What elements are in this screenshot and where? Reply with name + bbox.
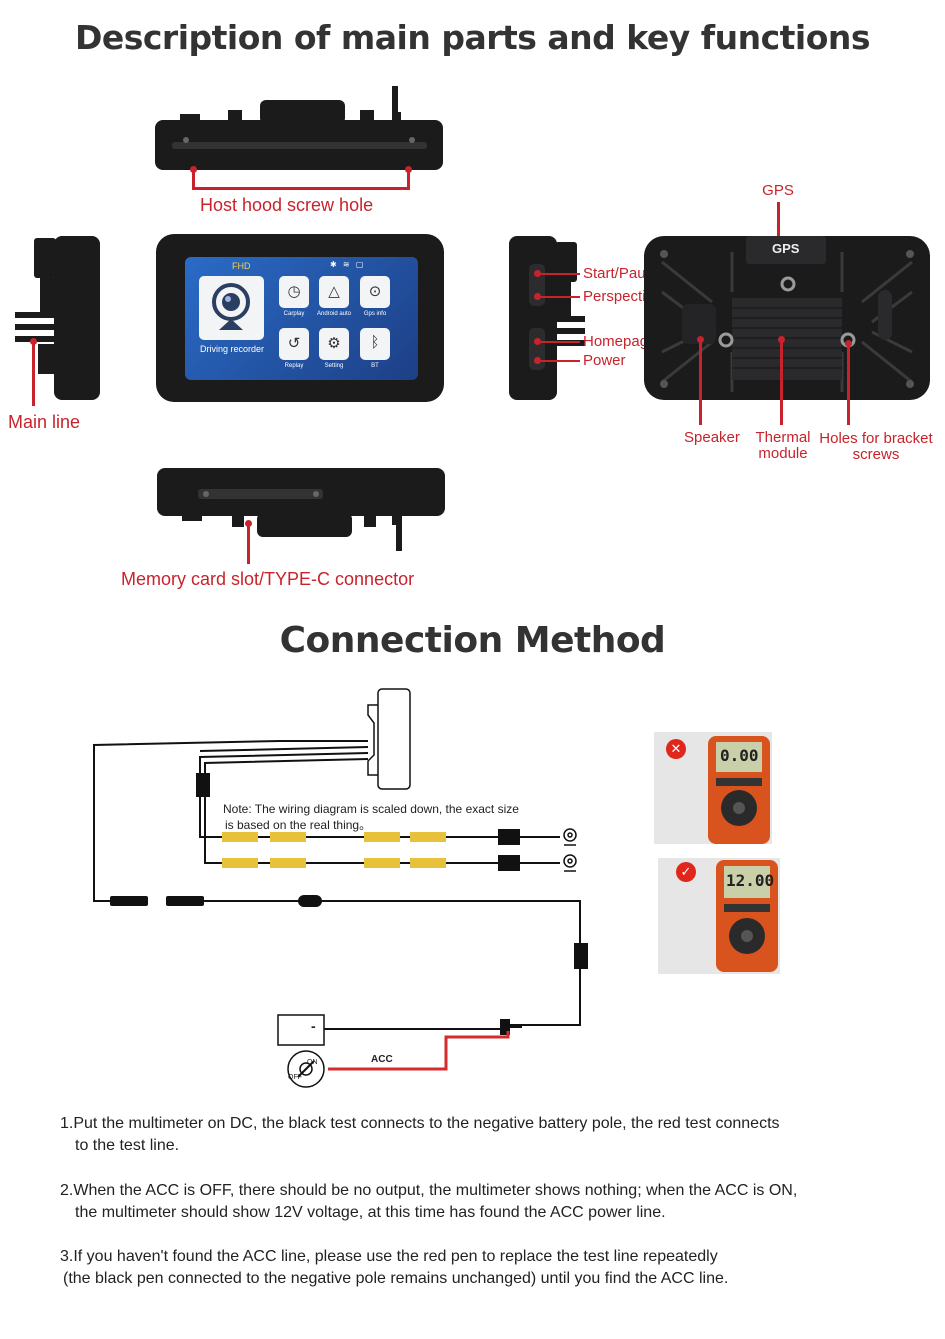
app-tile-android-auto[interactable]: △: [319, 276, 349, 308]
wiring-note-2: is based on the real thing。: [225, 818, 372, 832]
status-icons: ✱ ≋ ▢: [330, 260, 366, 269]
instruction-step-1: 1.Put the multimeter on DC, the black te…: [60, 1115, 780, 1154]
holes-label-2: screws: [852, 446, 900, 463]
app-tile-bt[interactable]: ᛒ: [360, 328, 390, 360]
app-label-gps-info: Gps info: [363, 311, 387, 317]
gps-module-text: GPS: [772, 241, 800, 256]
connection-heading: Connection Method: [279, 620, 666, 661]
wiring-diagram: [93, 688, 588, 1088]
camera-icon: [212, 283, 250, 330]
app-label-carplay: Carplay: [283, 311, 305, 317]
parts-heading: Description of main parts and key functi…: [74, 18, 871, 57]
replay-icon: ↺: [287, 335, 301, 352]
x-icon: ✕: [666, 739, 686, 759]
battery-negative: -: [311, 1018, 316, 1034]
gear-icon: ⚙: [327, 335, 341, 352]
instruction-step-3: 3.If you haven't found the ACC line, ple…: [60, 1248, 729, 1287]
main-line-label: Main line: [8, 412, 81, 432]
gps-label: GPS: [762, 182, 794, 199]
holes-label-1: Holes for bracket: [819, 430, 933, 447]
map-pin-icon: ⊙: [368, 283, 382, 300]
device-left-side-view: [15, 236, 100, 400]
speaker-label: Speaker: [684, 429, 740, 446]
device-right-side-view: [509, 236, 585, 400]
driving-recorder-label: Driving recorder: [199, 344, 265, 354]
app-tile-replay[interactable]: ↺: [279, 328, 309, 360]
thermal-label-1: Thermal: [755, 429, 811, 446]
navigation-arrow-icon: △: [328, 283, 340, 300]
play-circle-icon: ◷: [287, 283, 301, 300]
acc-label: ACC: [371, 1054, 393, 1065]
memory-slot-label: Memory card slot/TYPE-C connector: [121, 569, 415, 589]
app-label-android-auto: Android auto: [316, 311, 352, 317]
thermal-label-2: module: [758, 445, 808, 462]
check-icon: ✓: [676, 862, 696, 882]
app-tile-gps-info[interactable]: ⊙: [360, 276, 390, 308]
app-tile-carplay[interactable]: ◷: [279, 276, 309, 308]
host-hood-label: Host hood screw hole: [200, 195, 374, 215]
power-label: Power: [583, 352, 626, 369]
switch-on-label: ON: [307, 1059, 318, 1066]
device-back-view: [644, 236, 930, 400]
app-label-setting: Setting: [324, 363, 344, 369]
device-bottom-view: [157, 468, 445, 551]
start-pause-label: Start/Pause: [583, 265, 662, 282]
app-label-replay: Replay: [284, 363, 304, 369]
app-tile-setting[interactable]: ⚙: [319, 328, 349, 360]
device-top-view: [155, 86, 443, 170]
driving-recorder-tile[interactable]: [199, 276, 264, 340]
wiring-note-1: Note: The wiring diagram is scaled down,…: [223, 802, 519, 816]
fhd-label: FHD: [232, 261, 251, 271]
meter-reading-right: 12.00: [726, 871, 775, 890]
meter-reading-wrong: 0.00: [720, 746, 759, 765]
instruction-step-2: 2.When the ACC is OFF, there should be n…: [60, 1182, 798, 1221]
switch-off-label: OFF: [288, 1074, 302, 1081]
bluetooth-icon: ᛒ: [370, 334, 380, 351]
app-label-bt: BT: [371, 363, 379, 369]
homepage-label: Homepage: [583, 333, 657, 350]
